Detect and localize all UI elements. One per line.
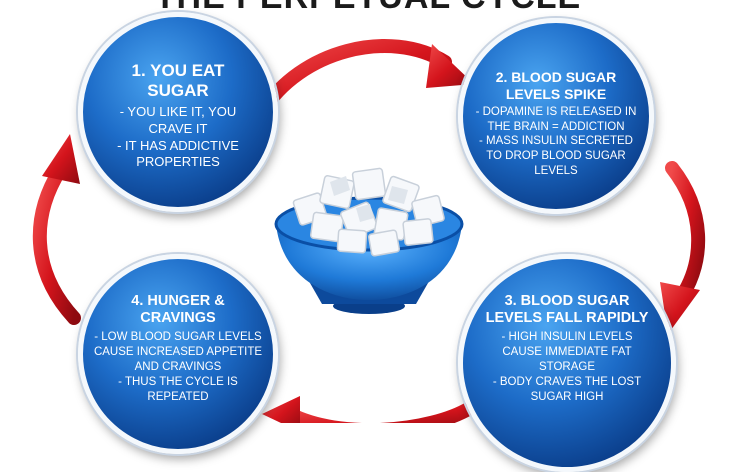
step-circle-2: 2. BLOOD SUGAR LEVELS SPIKE - DOPAMINE I… [458,18,654,214]
step-title: 1. YOU EAT SUGAR [131,61,225,101]
cycle-arrow-icon [32,134,81,325]
cycle-arrow-icon [660,161,706,334]
cycle-arrow-icon [255,39,474,119]
step-description: - LOW BLOOD SUGAR LEVELS CAUSE INCREASED… [93,330,263,403]
step-title: 3. BLOOD SUGAR LEVELS FALL RAPIDLY [485,293,649,327]
step-title: 2. BLOOD SUGAR LEVELS SPIKE [495,69,617,102]
step-description: - YOU LIKE IT, YOU CRAVE IT - IT HAS ADD… [117,103,239,170]
step-circle-4: 4. HUNGER & CRAVINGS - LOW BLOOD SUGAR L… [78,254,278,454]
step-circle-3: 3. BLOOD SUGAR LEVELS FALL RAPIDLY - HIG… [458,254,676,472]
step-circle-1: 1. YOU EAT SUGAR - YOU LIKE IT, YOU CRAV… [78,12,278,212]
sugar-bowl-icon [274,167,464,314]
cycle-art [32,39,706,423]
step-description: - DOPAMINE IS RELEASED IN THE BRAIN = AD… [475,105,637,178]
diagram-title: THE PERPETUAL CYCLE [0,0,736,17]
step-title: 4. HUNGER & CRAVINGS [131,293,225,327]
cycle-arrow-icon [262,396,477,423]
step-description: - HIGH INSULIN LEVELS CAUSE IMMEDIATE FA… [492,330,642,403]
